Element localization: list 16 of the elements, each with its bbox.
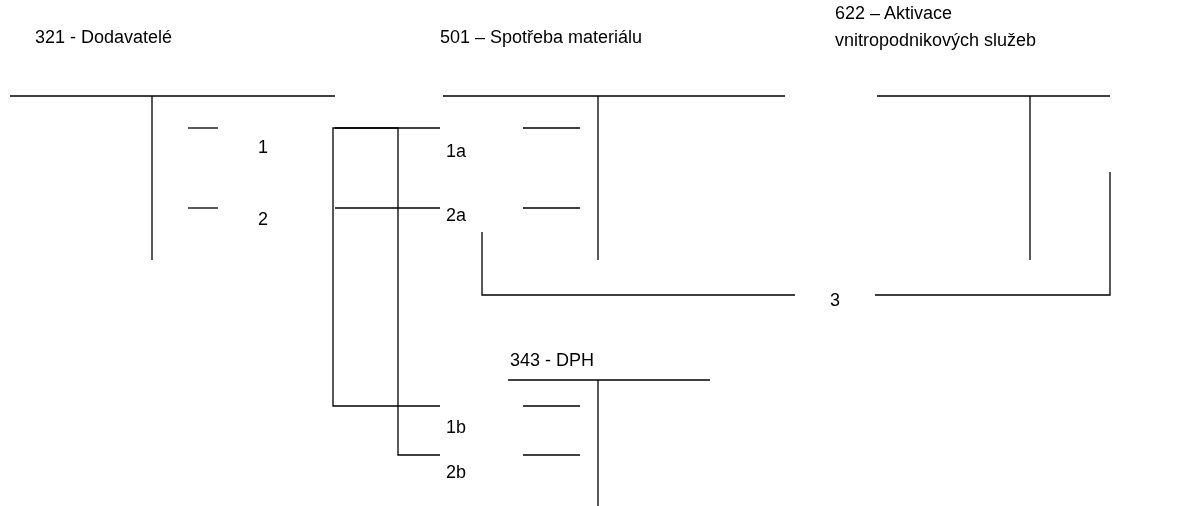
account-title: 501 – Spotřeba materiálu (440, 26, 644, 49)
connector-line (874, 171, 1111, 296)
account-title: 343 - DPH (510, 349, 596, 372)
entry-number: 1 (258, 137, 268, 157)
entry-number: 2a (446, 205, 467, 225)
entry-number: 2b (446, 462, 467, 482)
connector-line (332, 127, 441, 407)
entry-number: 1a (446, 141, 467, 161)
account-title: 321 - Dodavatelé (35, 26, 174, 49)
account-title: 622 – Aktivace vnitropodnikových služeb (835, 2, 1038, 52)
connector-line (334, 127, 441, 456)
connector-line (481, 231, 796, 296)
entry-number: 3 (830, 290, 840, 310)
entry-number: 2 (258, 209, 268, 229)
connector-line (334, 207, 441, 209)
entry-number: 1b (446, 417, 467, 437)
